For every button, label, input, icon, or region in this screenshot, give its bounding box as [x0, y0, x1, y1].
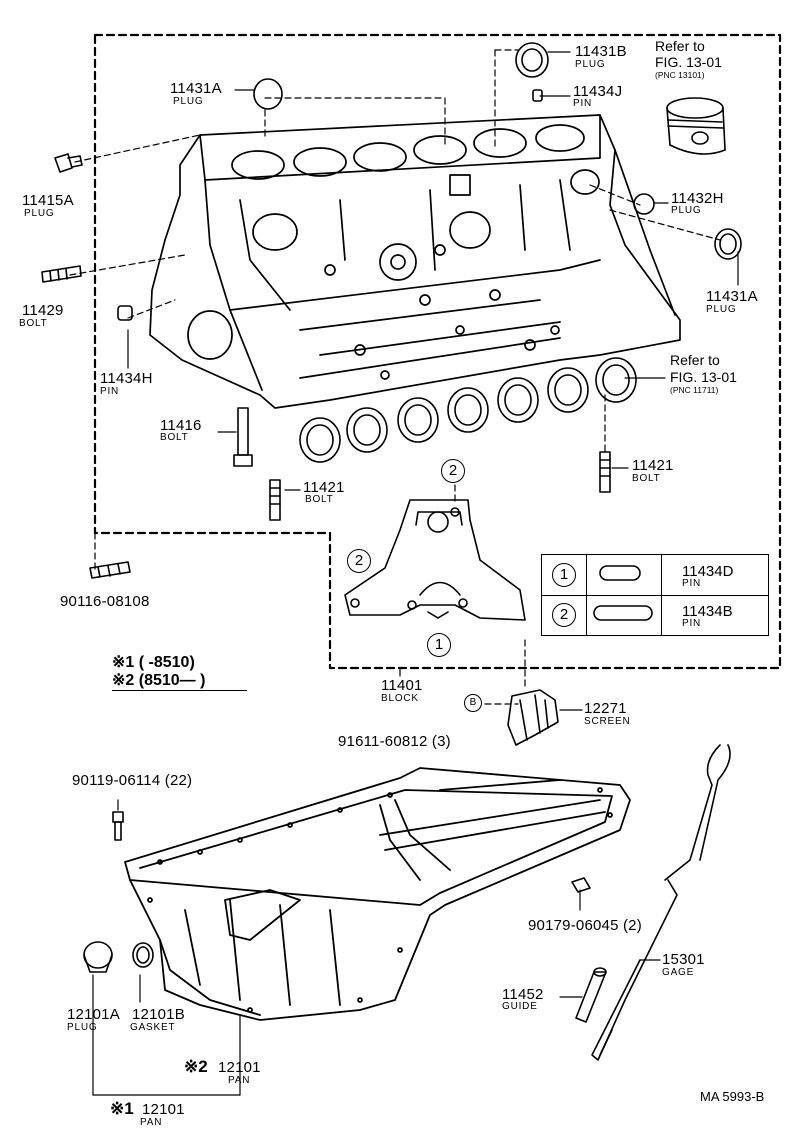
label-90116-part: 90116-08108	[60, 593, 150, 610]
drain-plug-drawing	[83, 941, 113, 973]
plug-11431a-top-drawing	[253, 78, 283, 110]
label-11429-part: 11429	[22, 302, 64, 319]
label-11401-part: 11401	[381, 677, 423, 694]
label-91611-part: 91611-60812 (3)	[338, 733, 451, 750]
label-90119-part: 90119-06114 (22)	[72, 772, 193, 789]
pin-11434j-drawing	[532, 89, 543, 102]
label-pan-1-desc: PAN	[140, 1117, 163, 1128]
label-11416-part: 11416	[160, 417, 202, 434]
cylinder-block	[149, 114, 681, 409]
block-bottom-view	[344, 499, 526, 621]
dashed-leaders	[69, 49, 721, 705]
label-12271-part: 12271	[584, 700, 627, 717]
callout-b: B	[464, 694, 482, 712]
label-11416-desc: BOLT	[160, 432, 189, 443]
label-11415a-part: 11415A	[22, 192, 74, 209]
callout-2-left: 2	[347, 549, 371, 573]
piston-ref-line2: FIG. 13-01	[655, 54, 722, 70]
bolt-11421-right-drawing	[599, 451, 611, 493]
label-12101a-part: 12101A	[67, 1006, 120, 1023]
bolt-11416-drawing	[233, 407, 253, 467]
label-11452-desc: GUIDE	[502, 1001, 538, 1012]
piston-ref-line3: (PNC 13101)	[655, 70, 705, 80]
legend-row-1-num: 1	[552, 563, 576, 587]
stud-90116-drawing	[89, 561, 131, 579]
label-11434h-part: 11434H	[100, 370, 153, 387]
note-1: ※1 ( -8510)	[112, 654, 195, 671]
label-11431a-right-part: 11431A	[706, 288, 758, 305]
callout-1-bottom: 1	[427, 633, 451, 657]
label-15301-desc: GAGE	[662, 967, 695, 978]
plug-11431b-drawing	[515, 42, 549, 78]
plug-11432h-drawing	[633, 193, 655, 215]
label-15301-part: 15301	[662, 951, 705, 968]
legend-row-1-part: 11434D	[682, 563, 734, 580]
plug-11431a-right-drawing	[714, 228, 742, 260]
legend-row-2-num: 2	[552, 603, 576, 627]
label-12101a-desc: PLUG	[67, 1022, 98, 1033]
bolt-11421-mid-drawing	[269, 479, 281, 521]
label-11452-part: 11452	[502, 986, 544, 1003]
label-11421-mid-desc: BOLT	[305, 494, 334, 505]
label-11434j-part: 11434J	[573, 83, 623, 100]
bearing-ref-line1: Refer to	[670, 352, 720, 368]
label-11432h-desc: PLUG	[671, 205, 702, 216]
bolt-11429-drawing	[41, 265, 82, 283]
oil-screen-drawing	[507, 689, 559, 746]
plug-11415a-drawing	[54, 153, 83, 173]
label-11434h-desc: PIN	[100, 386, 120, 397]
label-pan-2-mark: ※2	[184, 1057, 208, 1076]
label-pan-1-mark: ※1	[110, 1099, 134, 1118]
legend-row-1: 1 11434D PIN	[542, 555, 768, 596]
label-11415a-desc: PLUG	[24, 208, 55, 219]
piston-drawing	[666, 97, 726, 155]
solid-leaders	[92, 51, 739, 1096]
label-12101b-part: 12101B	[132, 1006, 185, 1023]
main-bearings	[299, 357, 637, 463]
label-pan-2-part: 12101	[218, 1059, 261, 1076]
label-11421-mid-part: 11421	[303, 479, 345, 496]
label-90179-part: 90179-06045 (2)	[528, 917, 642, 934]
pan-bolt-drawing	[112, 811, 124, 841]
label-11431b-desc: PLUG	[575, 59, 606, 70]
dipstick-guide-drawing	[575, 967, 607, 1023]
nut-drawing	[571, 877, 591, 893]
label-pan-2-desc: PAN	[228, 1075, 251, 1086]
label-pan-1-part: 12101	[142, 1101, 185, 1118]
dipstick-gage-drawing	[591, 744, 731, 1061]
figure-code: MA 5993-B	[700, 1089, 765, 1104]
bearing-ref-line3: (PNC 11711)	[670, 385, 719, 395]
piston-ref-line1: Refer to	[655, 38, 705, 54]
pin-11434h-drawing	[117, 305, 133, 321]
legend-row-2: 2 11434B PIN	[542, 595, 768, 635]
label-11431b-part: 11431B	[575, 43, 627, 60]
label-11429-desc: BOLT	[19, 318, 48, 329]
oil-pan-drawing	[124, 767, 631, 1021]
note-2: ※2 (8510— )	[112, 672, 206, 689]
label-11431a-right-desc: PLUG	[706, 304, 737, 315]
drain-gasket-drawing	[132, 942, 154, 968]
label-11421-right-desc: BOLT	[632, 473, 661, 484]
label-12271-desc: SCREEN	[584, 716, 631, 727]
label-11431a-top-part: 11431A	[170, 80, 222, 97]
label-11421-right-part: 11421	[632, 457, 674, 474]
notes-underline	[112, 690, 247, 691]
legend-row-2-desc: PIN	[682, 618, 702, 629]
label-11434j-desc: PIN	[573, 98, 593, 109]
pin-legend-table: 1 11434D PIN 2 11434B PIN	[541, 554, 769, 636]
legend-pin-glyphs	[593, 565, 653, 621]
callout-2-top: 2	[441, 459, 465, 483]
legend-row-2-part: 11434B	[682, 603, 733, 620]
label-11431a-top-desc: PLUG	[173, 96, 204, 107]
label-11432h-part: 11432H	[671, 190, 724, 207]
legend-row-1-desc: PIN	[682, 578, 702, 589]
label-12101b-desc: GASKET	[130, 1022, 176, 1033]
label-11401-desc: BLOCK	[381, 693, 419, 704]
bearing-ref-line2: FIG. 13-01	[670, 369, 737, 385]
